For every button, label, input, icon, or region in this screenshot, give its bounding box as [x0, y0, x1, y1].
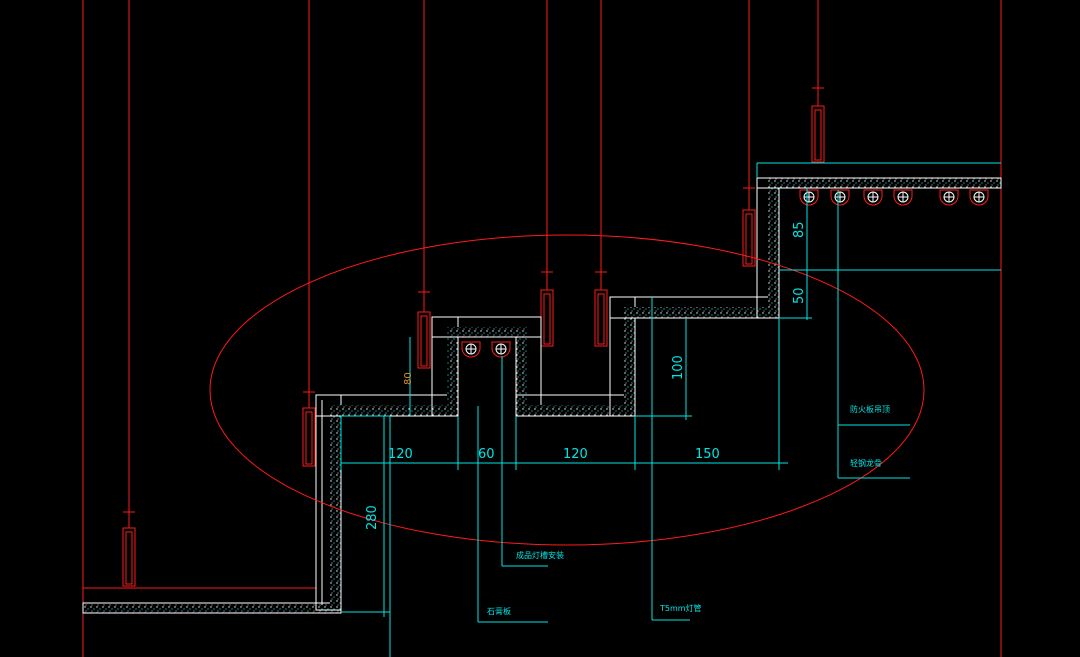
hanger-clamp	[302, 385, 316, 467]
note-right-lower: 轻钢龙骨	[850, 458, 882, 468]
dim-50: 50	[792, 287, 807, 304]
downlight-icon	[491, 341, 511, 358]
hanger-clamp	[594, 265, 608, 347]
stepped-ceiling-section	[315, 162, 1002, 611]
dim-150: 150	[695, 447, 720, 462]
dim-120-mid: 120	[563, 447, 588, 462]
note-bottom-left: 石膏板	[487, 606, 511, 616]
dim-120-left: 120	[388, 447, 413, 462]
dim-85: 85	[792, 221, 807, 238]
hanger-clamps	[122, 80, 825, 587]
hanger-clamp	[540, 265, 554, 347]
dimension-lines	[340, 188, 1001, 657]
dim-60: 60	[478, 447, 495, 462]
downlight-icon	[863, 189, 883, 206]
hanger-clamp	[742, 180, 756, 267]
hanger-rods	[128, 0, 819, 510]
lower-ceiling-board	[82, 587, 342, 614]
note-bottom-right: T5mm灯管	[659, 603, 702, 613]
dim-100: 100	[671, 355, 686, 380]
downlights	[461, 189, 989, 358]
dim-80: 80	[403, 372, 414, 385]
downlight-icon	[461, 341, 481, 358]
downlight-icon	[969, 189, 989, 206]
downlight-icon	[939, 189, 959, 206]
note-mid: 成品灯槽安装	[516, 550, 564, 560]
downlight-icon	[893, 189, 913, 206]
hanger-clamp	[811, 80, 825, 163]
hanger-clamp	[417, 285, 431, 369]
downlight-icon	[799, 189, 819, 206]
frame-lines	[82, 0, 1002, 657]
dim-280: 280	[365, 505, 380, 530]
highlight-ellipse	[209, 234, 925, 546]
hanger-clamp	[122, 505, 136, 587]
downlight-icon	[830, 189, 850, 206]
note-right-upper: 防火板吊顶	[850, 404, 890, 414]
